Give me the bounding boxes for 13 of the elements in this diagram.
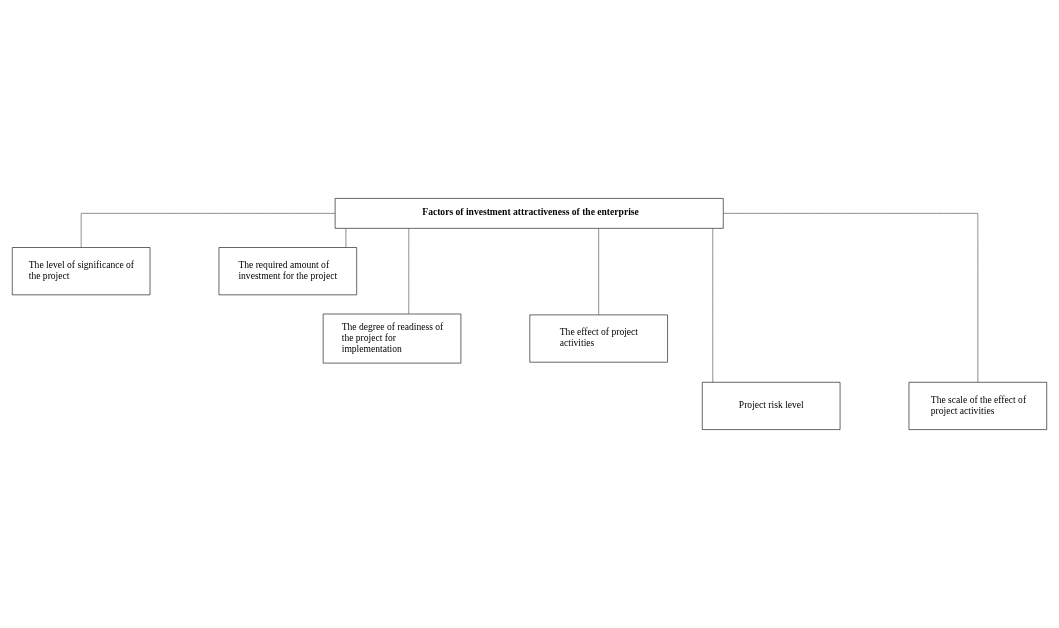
connector xyxy=(345,228,347,248)
connector xyxy=(80,213,336,248)
node-box: The effect of project activities xyxy=(529,314,668,363)
node-box: Factors of investment attractiveness of the enterprise xyxy=(334,198,724,229)
connector xyxy=(408,228,410,315)
node-box: The scale of the effect of project activities xyxy=(908,381,1047,430)
node-box: Project risk level xyxy=(702,381,841,430)
node-box: The required amount of investment for the project xyxy=(218,247,357,296)
connector xyxy=(723,213,979,383)
connector xyxy=(598,228,599,316)
node-box: The level of significance of the project xyxy=(11,247,151,296)
node-box: The degree of readiness of the project for implementation xyxy=(322,313,462,364)
connector xyxy=(712,228,714,383)
